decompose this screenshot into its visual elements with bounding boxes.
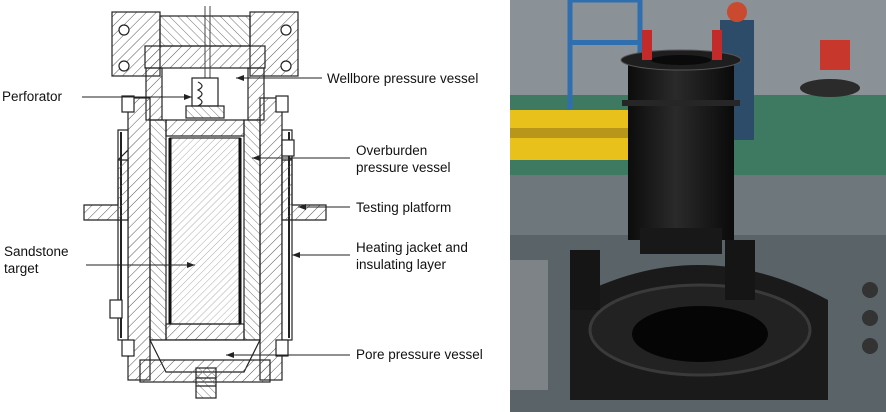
lifting-hook-left: [642, 30, 652, 60]
bottom-plate: [165, 323, 245, 341]
bottom-outlet: [195, 367, 217, 399]
platform-wing-left: [83, 159, 129, 221]
apparatus-photo: [510, 0, 886, 412]
steel-cylinder-left: [510, 260, 548, 390]
outer-shell-right: [259, 97, 283, 381]
leader-lines: [82, 77, 350, 356]
bolt-hole: [280, 24, 292, 36]
cross-section-drawing: [82, 6, 350, 399]
floor-disc: [800, 79, 860, 97]
clamp-right: [725, 240, 755, 300]
leader-arrows: [184, 75, 306, 358]
bolt: [862, 282, 878, 298]
bolt-hole: [118, 24, 130, 36]
overburden-pressure-vessel-label: Overburden pressure vessel: [356, 143, 451, 175]
bolt-hole: [280, 60, 292, 72]
perforator-spring: [196, 81, 203, 107]
vessel-cylinder: [628, 60, 734, 240]
testing-platform-label: Testing platform: [356, 200, 452, 215]
heating-jacket-label: Heating jacket and insulating layer: [356, 240, 468, 272]
side-port: [109, 299, 123, 319]
vessel-top-opening: [651, 55, 711, 65]
side-fitting: [275, 339, 289, 357]
side-port: [281, 139, 295, 157]
outer-shell-left: [127, 97, 151, 381]
pore-pressure-vessel-label: Pore pressure vessel: [356, 347, 483, 362]
perforator-label: Perforator: [2, 89, 63, 104]
red-crate: [820, 40, 850, 70]
clamp-left: [570, 250, 600, 310]
sandstone-target: [169, 137, 241, 325]
perforator-body: [191, 77, 219, 107]
yellow-barrier-stripe: [510, 128, 640, 138]
vessel-band: [622, 100, 740, 106]
vessel-body: [83, 6, 327, 399]
target-top-cap: [165, 119, 245, 137]
platform-ring-opening: [632, 306, 768, 362]
bolt: [862, 310, 878, 326]
inner-wall-right: [243, 119, 261, 341]
vessel-flange: [640, 228, 722, 254]
bolt-hole: [118, 60, 130, 72]
side-fitting: [121, 95, 135, 113]
blue-frame-bar: [570, 40, 640, 45]
worker-head: [727, 2, 747, 22]
lifting-hook-right: [712, 30, 722, 60]
wellbore-pressure-vessel-label: Wellbore pressure vessel: [327, 71, 479, 86]
bolt: [862, 338, 878, 354]
inner-wall-left: [149, 119, 167, 341]
platform-wing-right: [281, 159, 327, 221]
side-fitting: [275, 95, 289, 113]
perforator-base: [185, 105, 225, 119]
side-fitting: [121, 339, 135, 357]
sandstone-target-label: Sandstone target: [4, 244, 69, 276]
